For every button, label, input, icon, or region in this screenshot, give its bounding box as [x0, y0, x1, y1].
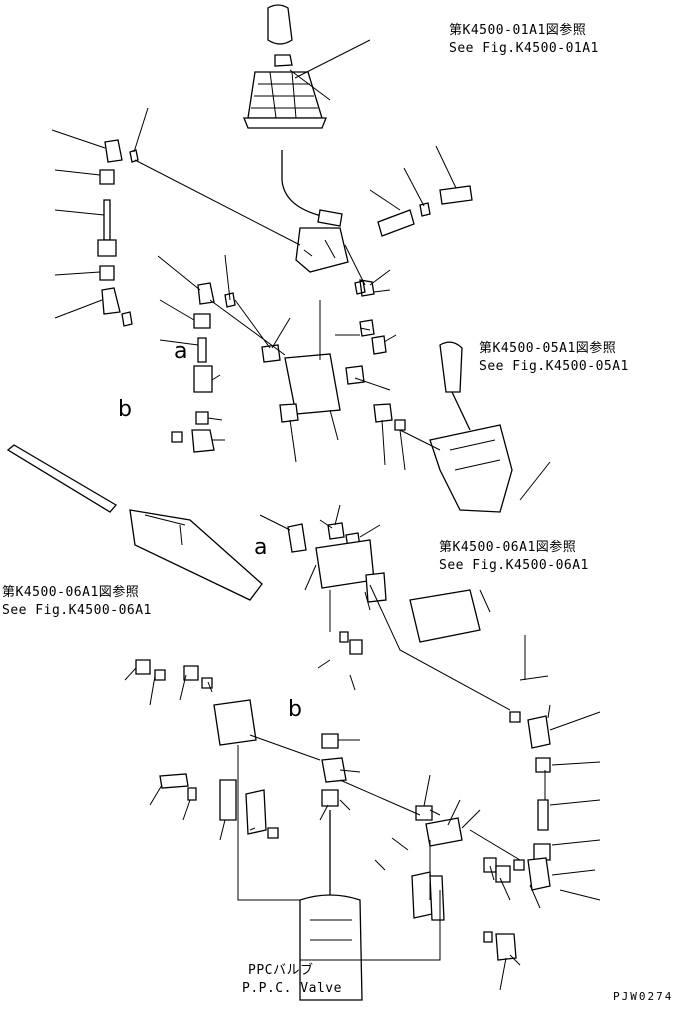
ppc-valve-label-en: P.P.C. Valve	[242, 981, 342, 996]
long-rod	[6, 444, 263, 601]
lever-block	[284, 353, 341, 415]
lever-knob	[267, 4, 293, 45]
ref-k4500-05a1-jp: 第K4500-05A1図参照	[479, 341, 617, 356]
rubber-boot	[243, 71, 327, 129]
ppc-valve-label-jp: PPCバルブ	[248, 963, 314, 978]
ref-k4500-06a1-jp-right: 第K4500-06A1図参照	[439, 540, 577, 555]
ref-k4500-06a1-en-left: See Fig.K4500-06A1	[2, 603, 152, 618]
drawing-code: PJW0274	[613, 990, 674, 1003]
bushing-3	[345, 365, 365, 385]
marker-b-upper: b	[118, 397, 132, 422]
center-lever-group	[287, 522, 481, 655]
marker-b-lower: b	[288, 697, 302, 722]
ref-k4500-05a1-en: See Fig.K4500-05A1	[479, 359, 629, 374]
left-joint-stack	[97, 139, 139, 327]
leader-lines	[51, 39, 601, 991]
pin	[377, 209, 415, 237]
bushing-2	[279, 403, 299, 423]
right-joint-stack	[509, 711, 551, 891]
ppc-valve-body	[299, 810, 363, 1001]
ref-k4500-01a1-jp: 第K4500-01A1図参照	[449, 23, 587, 38]
bushing-4	[373, 403, 393, 423]
washer-mid	[394, 419, 406, 431]
ref-k4500-01a1-en: See Fig.K4500-01A1	[449, 41, 599, 56]
nut-mid	[359, 319, 387, 355]
nut-top	[274, 54, 293, 67]
washer-pin	[419, 202, 431, 217]
bushing-1	[261, 344, 281, 363]
upper-bracket	[295, 227, 349, 273]
lever-rod	[281, 150, 331, 221]
lever-bracket	[317, 209, 343, 227]
ref-k4500-06a1-jp-left: 第K4500-06A1図参照	[2, 585, 140, 600]
nut-pair	[354, 279, 375, 297]
ref-k4500-06a1-en-right: See Fig.K4500-06A1	[439, 558, 589, 573]
marker-a-upper: a	[174, 339, 188, 364]
marker-a-lower: a	[254, 535, 268, 560]
mid-joint-stack	[171, 282, 236, 453]
lower-linkage	[135, 659, 517, 961]
bolt-top	[439, 185, 473, 205]
right-joystick-assembly	[429, 341, 513, 513]
